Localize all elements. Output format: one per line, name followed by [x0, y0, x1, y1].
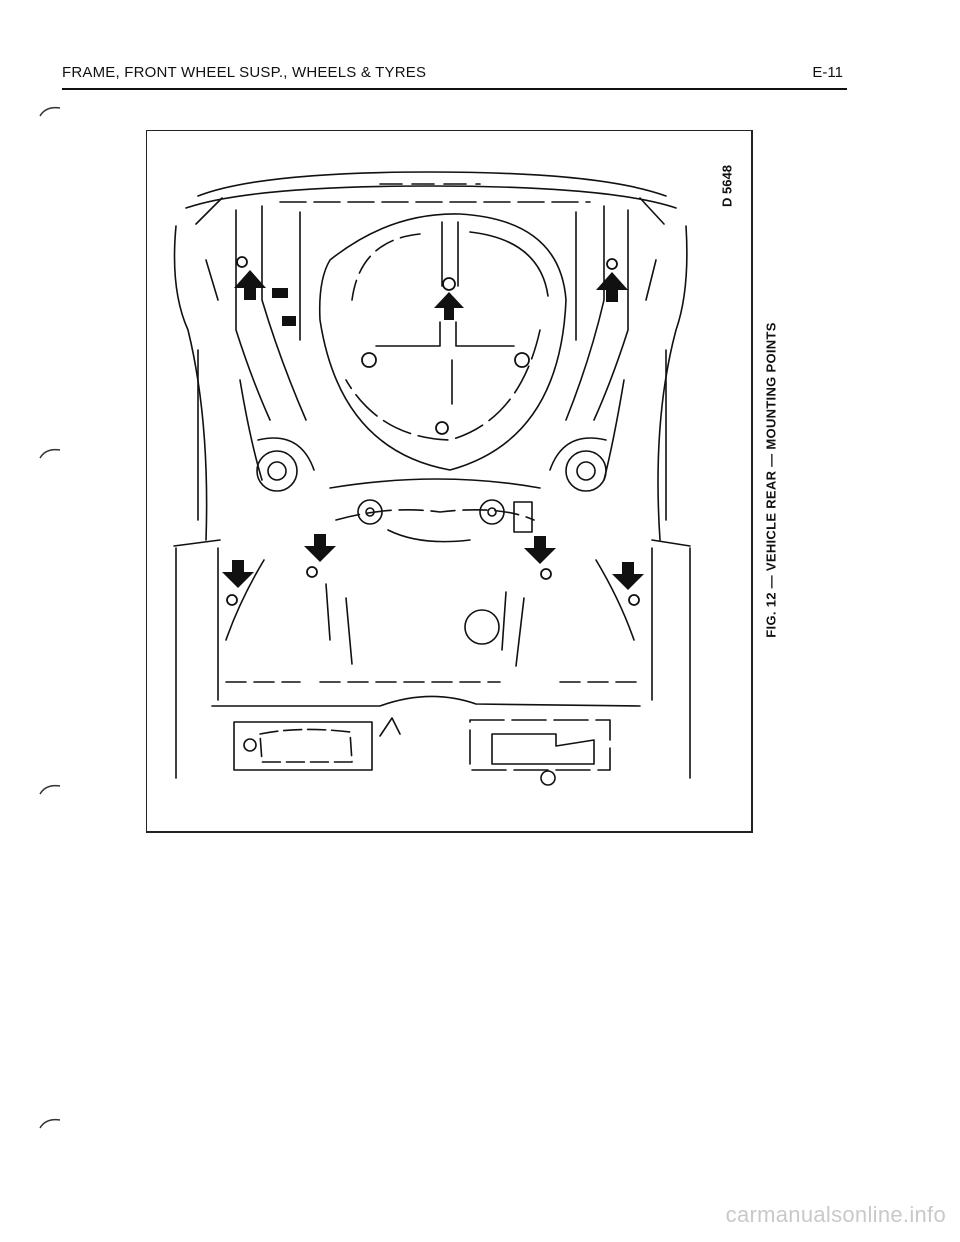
figure-frame — [146, 130, 753, 833]
page-header: FRAME, FRONT WHEEL SUSP., WHEELS & TYRES… — [62, 60, 847, 90]
margin-hole-mark — [39, 784, 61, 795]
figure-caption: FIG. 12 — VEHICLE REAR — MOUNTING POINTS — [763, 322, 779, 638]
page-number: E-11 — [812, 64, 843, 81]
margin-hole-mark — [39, 106, 61, 117]
figure-reference-code: D 5648 — [719, 165, 735, 207]
margin-hole-mark — [39, 448, 61, 459]
section-title: FRAME, FRONT WHEEL SUSP., WHEELS & TYRES — [62, 64, 427, 81]
margin-hole-mark — [39, 1118, 61, 1129]
watermark: carmanualsonline.info — [725, 1202, 946, 1227]
